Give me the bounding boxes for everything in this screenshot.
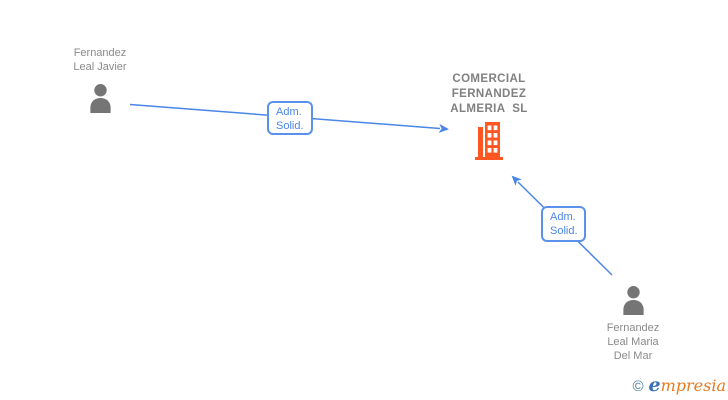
node-person-fernandez-leal-javier[interactable]: Fernandez Leal Javier bbox=[56, 46, 144, 114]
person1-label: Fernandez Leal Javier bbox=[73, 47, 127, 73]
person2-label: Fernandez Leal Maria Del Mar bbox=[606, 322, 660, 362]
node-company-comercial-fernandez-almeria-sl[interactable]: COMERCIAL FERNANDEZ ALMERIA SL bbox=[429, 72, 549, 160]
node-person-fernandez-leal-maria-del-mar[interactable]: Fernandez Leal Maria Del Mar bbox=[589, 285, 677, 363]
edge1-relation-label: Adm. Solid. bbox=[267, 101, 313, 135]
person-icon bbox=[89, 84, 111, 113]
empresia-logo-initial: e bbox=[648, 374, 661, 396]
person-icon bbox=[622, 286, 644, 315]
building-icon bbox=[475, 122, 503, 160]
empresia-logo-text: mpresia bbox=[660, 376, 726, 395]
company-label: COMERCIAL FERNANDEZ ALMERIA SL bbox=[450, 73, 528, 115]
edge2-relation-label: Adm. Solid. bbox=[541, 206, 586, 242]
empresia-watermark: © e mpresia bbox=[632, 374, 726, 396]
copyright-icon: © bbox=[632, 378, 644, 395]
